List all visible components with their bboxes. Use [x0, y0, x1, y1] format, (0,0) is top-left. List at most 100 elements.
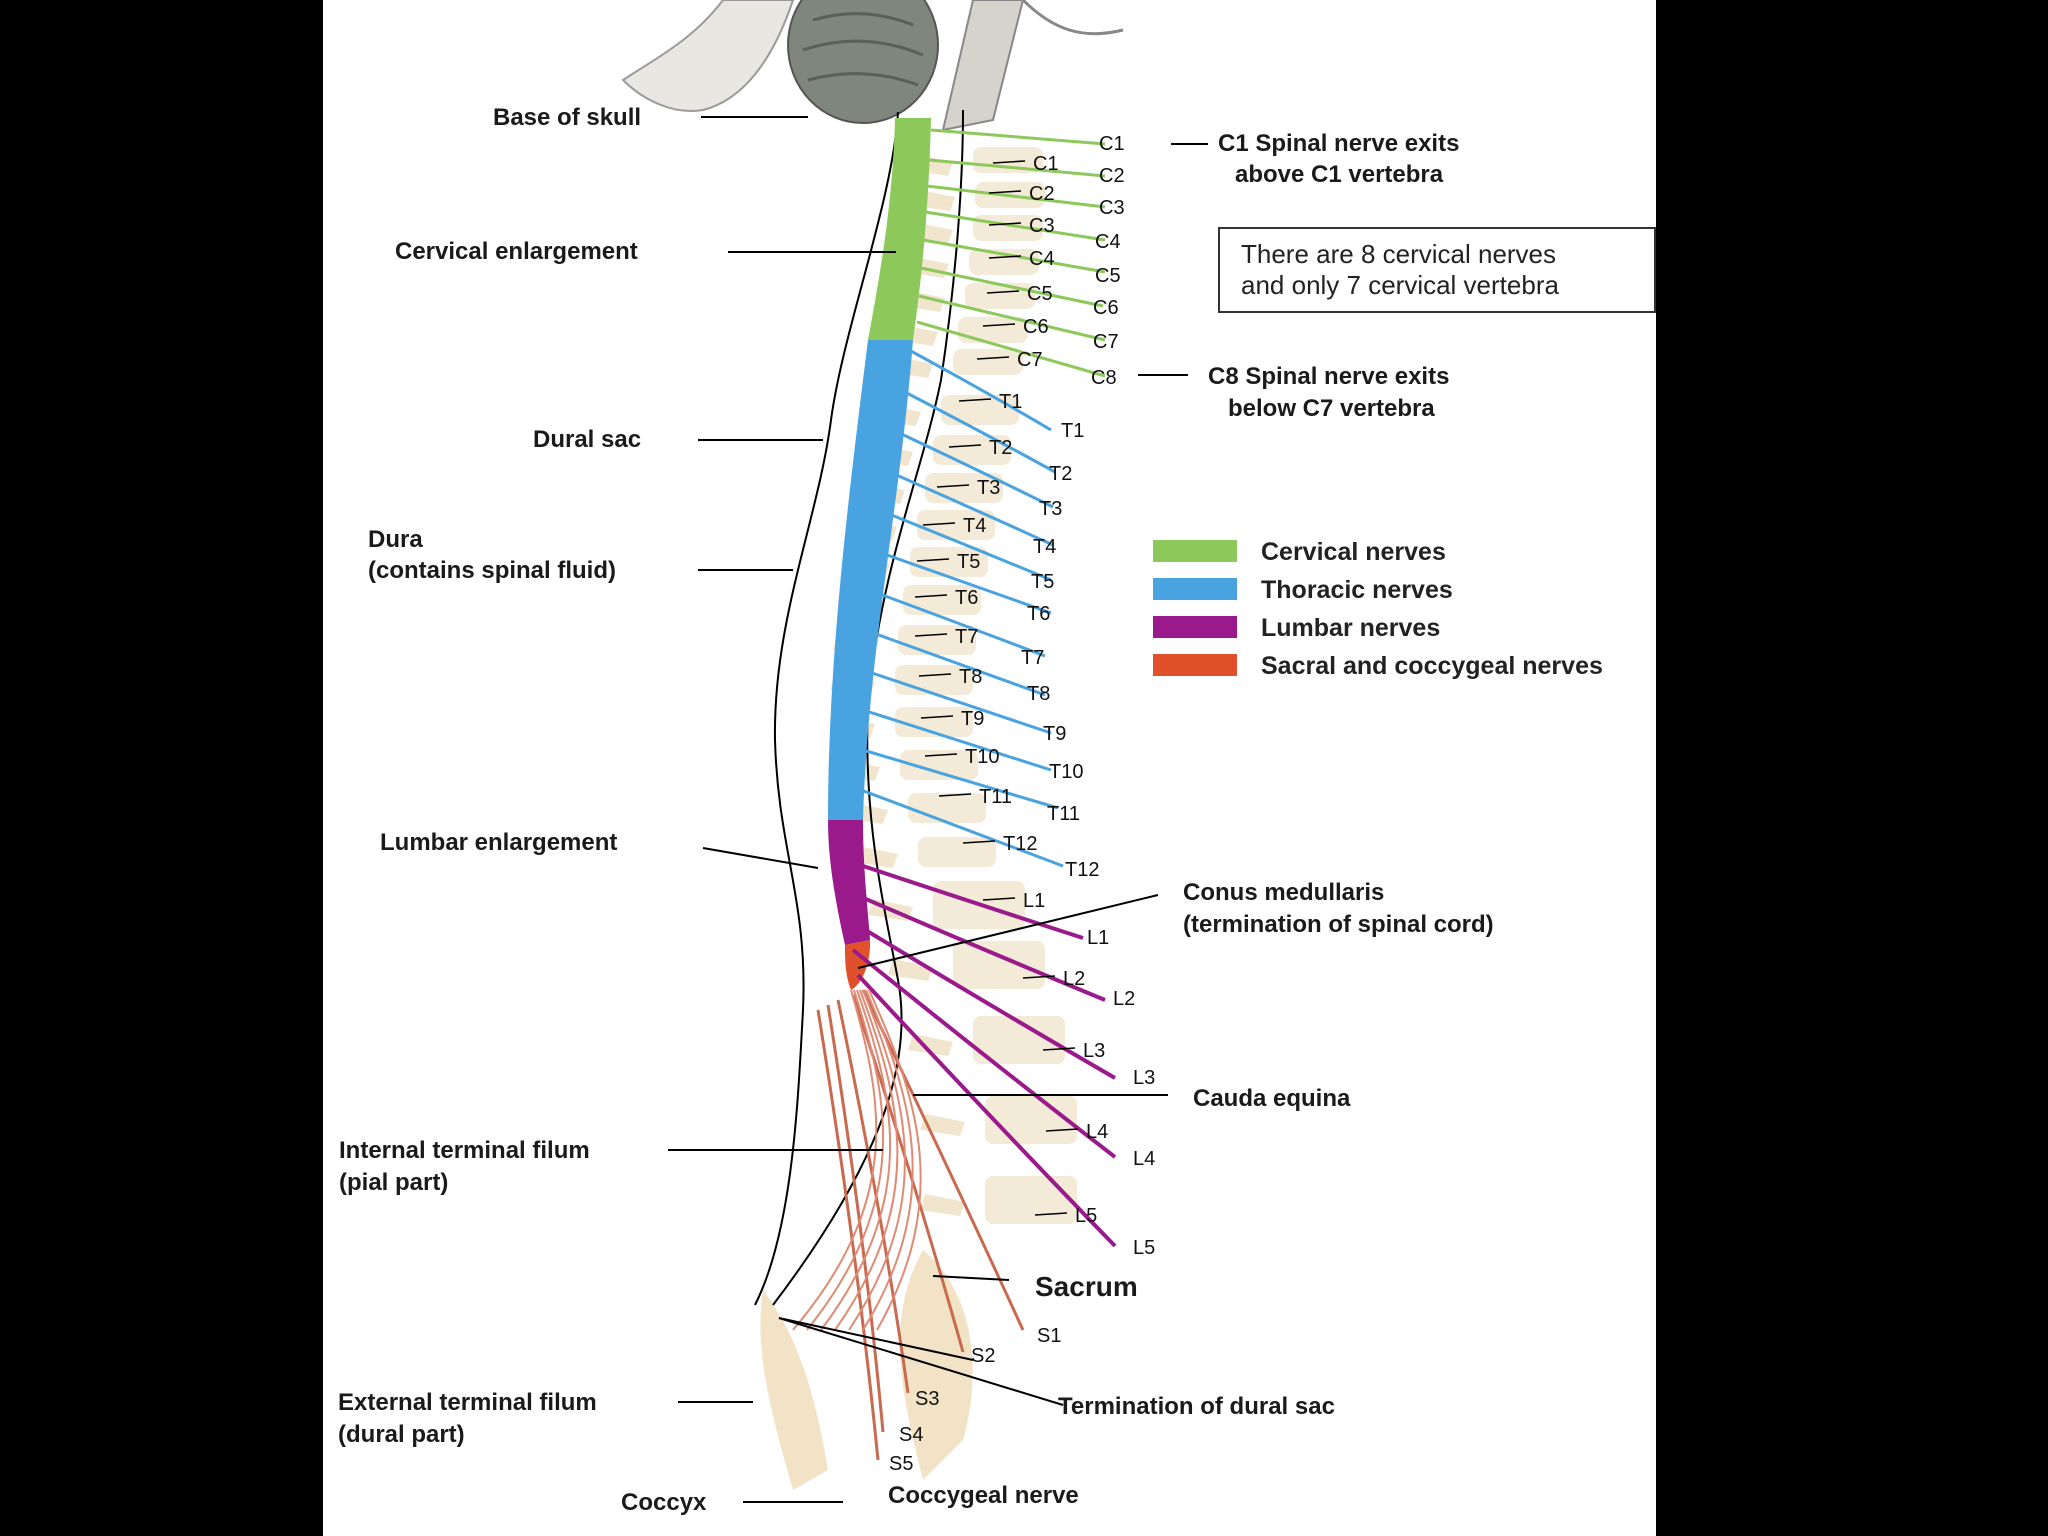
spinal-nerve-c3 [926, 184, 1106, 209]
external-filum-label-line2: (dural part) [338, 1421, 465, 1448]
vertebra-body [958, 317, 1028, 343]
nerve-label: T1 [1061, 420, 1084, 442]
nerve-label: S4 [899, 1424, 923, 1446]
vertebra-label: L1 [1023, 890, 1045, 912]
nerve-label: T7 [1021, 647, 1044, 669]
vertebra-leader [962, 840, 996, 844]
nerve-label: C6 [1093, 297, 1119, 319]
spinal-nerve-t3 [892, 428, 1054, 509]
nerve-label: C5 [1095, 265, 1121, 287]
vertebra-label: L2 [1063, 968, 1085, 990]
vertebra-leader [958, 398, 992, 402]
sacrum-bone [899, 1250, 973, 1480]
spinous-process [888, 959, 933, 981]
conus-medullaris-label-line1: Conus medullaris [1183, 879, 1384, 906]
base-of-skull-label: Base of skull [493, 104, 641, 131]
nerve-label: L3 [1133, 1067, 1155, 1089]
vertebra-leader [914, 633, 948, 637]
spinal-nerve-t4 [884, 468, 1054, 547]
nerve-label: T12 [1065, 859, 1099, 881]
nerve-label: C8 [1091, 367, 1117, 389]
nerve-label: S3 [915, 1388, 939, 1410]
vertebra-leader [1045, 1128, 1079, 1132]
vertebra-label: L3 [1083, 1040, 1105, 1062]
vertebra-leader [914, 594, 948, 598]
c1-exit-label-line2: above C1 vertebra [1235, 161, 1444, 188]
cauda-equina-label: Cauda equina [1193, 1085, 1351, 1112]
spinal-nerve-c2 [928, 158, 1106, 178]
vertebra-label: T4 [963, 515, 986, 537]
vertebra-labels: C1C2C3C4C5C6C7T1T2T3T4T5T6T7T8T9T10T11T1… [914, 153, 1108, 1227]
vertebra-label: T10 [965, 746, 999, 768]
vertebra-label: C2 [1029, 183, 1055, 205]
vertebra-label: T11 [979, 786, 1012, 808]
c8-exit-label-line1: C8 Spinal nerve exits [1208, 363, 1449, 390]
vertebra-label: T1 [999, 391, 1022, 413]
spinal-nerve-l1 [844, 858, 1084, 940]
spinal-nerve-t6 [872, 548, 1052, 615]
nerve-label: S5 [889, 1453, 913, 1475]
dura-label-line1: Dura [368, 526, 423, 553]
vertebra-label: C3 [1029, 215, 1055, 237]
note-line2: and only 7 cervical vertebra [1241, 270, 1559, 300]
vertebra-label: C5 [1027, 283, 1053, 305]
vertebra-body [953, 941, 1045, 989]
nerve-label: S2 [971, 1345, 995, 1367]
nerve-label: L1 [1087, 927, 1109, 949]
dural-sac-outline [754, 111, 899, 1306]
vertebra-label: T3 [977, 477, 1000, 499]
vertebra-label: C4 [1029, 248, 1055, 270]
vertebra-leader [1034, 1212, 1068, 1216]
nerve-label: L5 [1133, 1237, 1155, 1259]
vertebra-body [985, 1176, 1077, 1224]
cervical-enlargement-label: Cervical enlargement [395, 238, 638, 265]
nerve-labels: C1C2C3C4C5C6C7C8T1T2T3T4T5T6T7T8T9T10T11… [889, 133, 1155, 1475]
nerve-label: L2 [1113, 988, 1135, 1010]
vertebra-label: C6 [1023, 316, 1049, 338]
spinal-nerve-c7 [918, 294, 1106, 342]
vertebra-leader [986, 290, 1020, 294]
vertebra-label: T2 [989, 437, 1012, 459]
cauda-fiber [868, 989, 922, 1331]
spinal-nerve-s4 [826, 1004, 885, 1433]
spinal-nerve-t11 [862, 748, 1059, 810]
vertebra-leader [918, 673, 952, 677]
dural-sac-label: Dural sac [533, 426, 641, 453]
cauda-fiber [792, 989, 878, 1331]
vertebra-body [973, 1016, 1065, 1064]
nerve-label: T11 [1047, 803, 1080, 825]
vertebra-label: T5 [957, 551, 980, 573]
legend-label: Thoracic nerves [1261, 576, 1453, 604]
spinal-cord-diagram: C1C2C3C4C5C6C7T1T2T3T4T5T6T7T8T9T10T11T1… [338, 0, 1656, 1516]
legend-swatch [1153, 616, 1237, 638]
conus-medullaris-label-line2: (termination of spinal cord) [1183, 911, 1494, 938]
vertebra-body [895, 707, 973, 737]
spinal-nerve-l3 [847, 918, 1117, 1080]
vertebra-leader [948, 444, 982, 448]
vertebra-leader [924, 753, 958, 757]
spinal-nerve-c1 [930, 128, 1106, 146]
cauda-fiber [834, 989, 899, 1331]
vertebra-leader [982, 897, 1016, 901]
vertebra-leader [988, 255, 1022, 259]
spinal-nerve-t7 [868, 588, 1046, 658]
vertebra-leader [916, 558, 950, 562]
vertebra-label: L5 [1075, 1205, 1097, 1227]
cord-lumbar [828, 820, 870, 945]
nerve-label: T2 [1049, 463, 1072, 485]
vertebra-leader [976, 356, 1010, 360]
internal-filum-label-line2: (pial part) [339, 1169, 448, 1196]
cauda-equina-fibers [792, 989, 922, 1331]
spinal-nerve-c8 [916, 320, 1106, 378]
nerve-label: T4 [1033, 536, 1056, 558]
external-filum-label-line1: External terminal filum [338, 1389, 597, 1416]
vertebra-label: T6 [955, 587, 978, 609]
vertebra-label: T7 [955, 626, 978, 648]
spinal-nerve-l4 [851, 948, 1117, 1159]
spinous-process [920, 1194, 965, 1216]
nerve-label: C4 [1095, 231, 1121, 253]
nerve-label: T5 [1031, 571, 1054, 593]
vertebra-body [908, 793, 986, 823]
